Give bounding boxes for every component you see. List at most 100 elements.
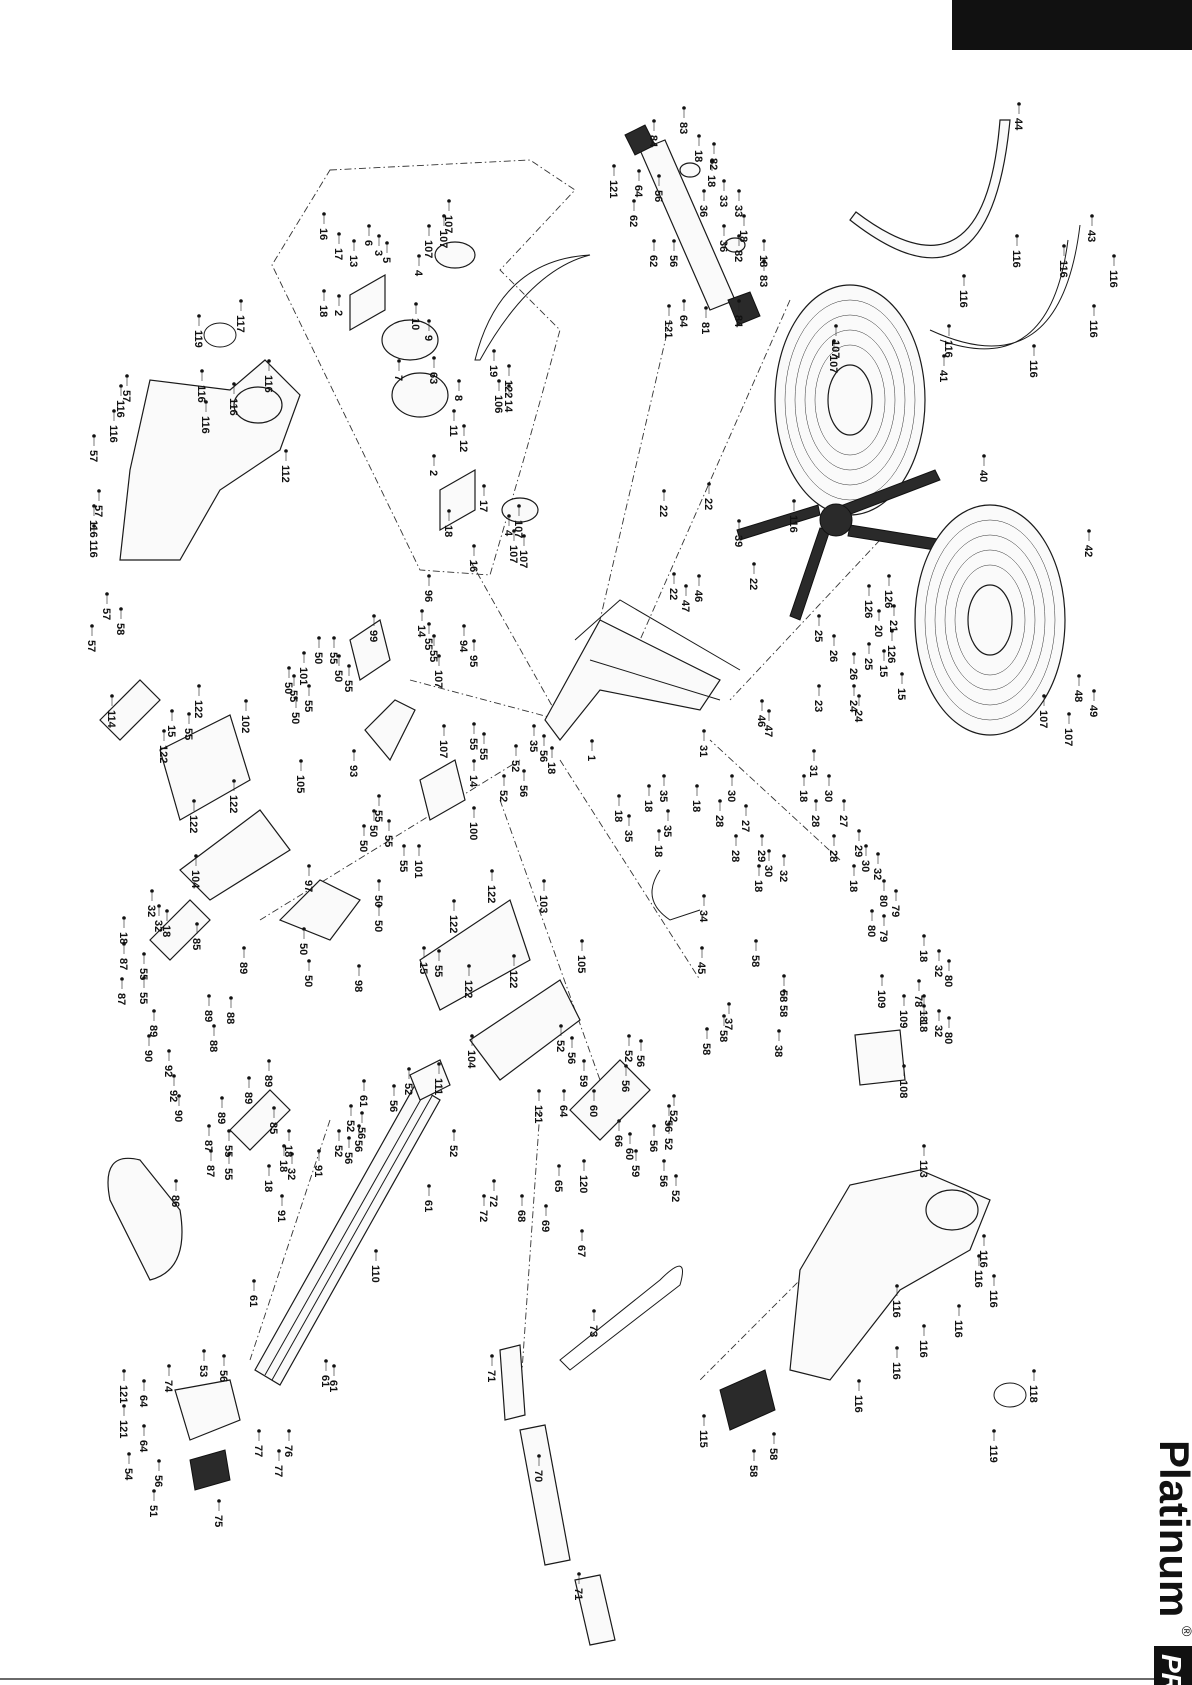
fastener-dot xyxy=(559,1024,563,1028)
part-number-label: 24 xyxy=(852,710,864,723)
fastener-dot xyxy=(580,939,584,943)
fastener-dot xyxy=(357,1124,361,1128)
part-number-label: 55 xyxy=(422,638,434,650)
fastener-dot xyxy=(280,1194,284,1198)
part-number-label: 29 xyxy=(852,845,864,857)
callout-c180: 80 xyxy=(942,959,954,987)
callout-c22: 18 xyxy=(692,134,704,162)
part-number-label: 112 xyxy=(279,465,291,483)
fastener-dot xyxy=(162,729,166,733)
fastener-dot xyxy=(247,1076,251,1080)
fastener-dot xyxy=(890,629,894,633)
fastener-dot xyxy=(222,1354,226,1358)
callout-c133: 50 xyxy=(367,809,379,837)
part-number-label: 87 xyxy=(117,958,129,970)
part-number-label: 116 xyxy=(1057,260,1069,278)
callout-c327: 51 xyxy=(147,1489,159,1517)
fastener-dot xyxy=(347,664,351,668)
callout-c86: 116 xyxy=(87,504,99,538)
callout-c214: 50 xyxy=(302,959,314,987)
part-number-label: 15 xyxy=(877,665,889,677)
fastener-dot xyxy=(257,1429,261,1433)
fastener-dot xyxy=(947,959,951,963)
part-number-label: 22 xyxy=(667,588,679,600)
callout-c27: 33 xyxy=(732,189,744,217)
fastener-dot xyxy=(887,574,891,578)
fastener-dot xyxy=(710,159,714,163)
callout-c30: 82 xyxy=(732,234,744,262)
fastener-dot xyxy=(397,359,401,363)
part-number-label: 52 xyxy=(332,1145,344,1157)
callout-c286: 60 xyxy=(623,1132,635,1160)
part-number-label: 118 xyxy=(1027,1385,1039,1403)
fastener-dot xyxy=(922,1144,926,1148)
fastener-dot xyxy=(520,1194,524,1198)
fastener-dot xyxy=(97,489,101,493)
callout-c184: 109 xyxy=(897,994,909,1028)
bracket-99 xyxy=(349,619,391,681)
fastener-dot xyxy=(422,946,426,950)
cover-114 xyxy=(99,679,161,741)
fastener-dot xyxy=(119,384,123,388)
part-number-label: 36 xyxy=(717,240,729,252)
fastener-dot xyxy=(317,636,321,640)
fastener-dot xyxy=(432,454,436,458)
callout-c147: 35 xyxy=(657,774,669,802)
callout-c296: 67 xyxy=(575,1229,587,1257)
part-number-label: 18 xyxy=(277,1160,289,1172)
callout-c65: 12 xyxy=(457,424,469,452)
callout-c73: 107 xyxy=(517,534,529,568)
fastener-dot xyxy=(200,369,204,373)
fastener-dot xyxy=(277,1449,281,1453)
callout-c305: 116 xyxy=(952,1304,964,1338)
callout-c320: 121 xyxy=(117,1404,129,1438)
callout-c13: 116 xyxy=(787,499,799,533)
fastener-dot xyxy=(722,1014,726,1018)
part-number-label: 31 xyxy=(807,765,819,777)
part-number-label: 11 xyxy=(447,425,459,437)
callout-c300: 71 xyxy=(572,1572,584,1600)
callout-c301: 113 xyxy=(917,1144,929,1178)
part-number-label: 50 xyxy=(312,652,324,664)
fastener-dot xyxy=(697,574,701,578)
part-number-label: 55 xyxy=(342,680,354,692)
callout-c295: 69 xyxy=(539,1204,551,1232)
callout-c302: 116 xyxy=(977,1234,989,1268)
part-number-label: 61 xyxy=(422,1200,434,1212)
part-number-label: 3 xyxy=(372,250,384,256)
fastener-dot xyxy=(407,1067,411,1071)
fastener-dot xyxy=(152,1489,156,1493)
callout-c4: 116 xyxy=(1057,244,1069,278)
part-number-label: 50 xyxy=(367,825,379,837)
callout-c165: 18 xyxy=(797,774,809,802)
callout-c67: 17 xyxy=(477,484,489,512)
fastener-dot xyxy=(497,379,501,383)
callout-c69: 16 xyxy=(467,544,479,572)
fastener-dot xyxy=(590,739,594,743)
part-number-label: 52 xyxy=(509,760,521,772)
callout-c202: 122 xyxy=(192,684,204,718)
fastener-dot xyxy=(92,524,96,528)
callout-c105: 15 xyxy=(895,672,907,700)
fastener-dot xyxy=(337,654,341,658)
part-number-label: 56 xyxy=(647,1140,659,1152)
part-number-label: 103 xyxy=(537,895,549,913)
fastener-dot xyxy=(857,1379,861,1383)
fastener-dot xyxy=(157,1459,161,1463)
fastener-dot xyxy=(514,744,518,748)
callout-c164: 30 xyxy=(822,774,834,802)
fastener-dot xyxy=(977,1254,981,1258)
callout-c81: 116 xyxy=(227,382,239,416)
callout-c61: 122 xyxy=(502,364,514,398)
part-number-label: 60 xyxy=(587,1105,599,1117)
callout-c260: 111 xyxy=(432,1062,444,1095)
fastener-dot xyxy=(152,1009,156,1013)
part-number-label: 10 xyxy=(409,318,421,330)
callout-c253: 32 xyxy=(285,1152,297,1180)
part-number-label: 55 xyxy=(372,810,384,822)
part-number-label: 105 xyxy=(575,955,587,973)
fastener-dot xyxy=(744,804,748,808)
part-number-label: 55 xyxy=(432,965,444,977)
part-number-label: 50 xyxy=(372,895,384,907)
fastener-dot xyxy=(628,1132,632,1136)
